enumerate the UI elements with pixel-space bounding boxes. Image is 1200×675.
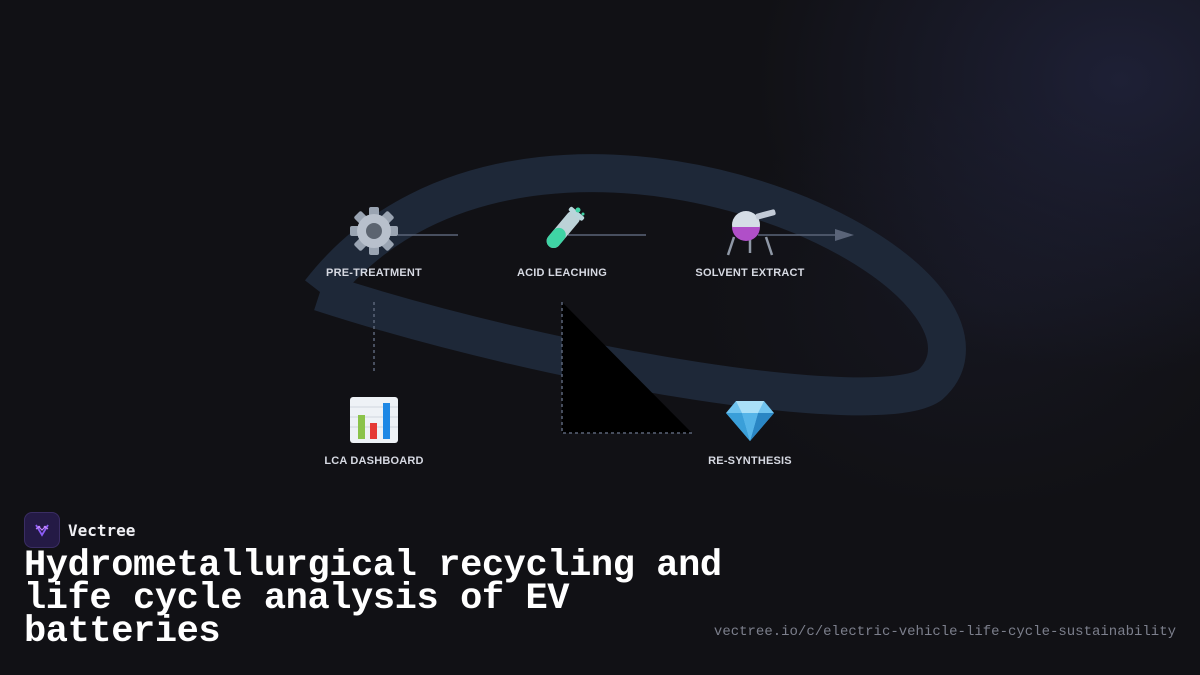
bar-chart-icon: [350, 397, 398, 443]
node-label: RE-SYNTHESIS: [708, 455, 792, 467]
node-label: LCA DASHBOARD: [324, 455, 424, 467]
node-lca-dashboard: LCA DASHBOARD: [294, 391, 454, 467]
source-url[interactable]: vectree.io/c/electric-vehicle-life-cycle…: [713, 624, 1176, 640]
test-tube-icon: [546, 206, 585, 248]
brand: Vectree: [24, 512, 135, 548]
node-re-synthesis: RE-SYNTHESIS: [670, 391, 830, 467]
node-acid-leaching: ACID LEACHING: [482, 203, 642, 279]
dashed-connector-resynthesis: [561, 302, 692, 434]
brand-name: Vectree: [68, 520, 136, 540]
gear-icon: [350, 207, 398, 255]
triangle-shape: [562, 302, 692, 433]
node-label: PRE-TREATMENT: [326, 267, 422, 279]
arrowhead: [835, 229, 854, 241]
vectree-logo-icon: [24, 512, 60, 548]
node-label: SOLVENT EXTRACT: [695, 267, 805, 279]
node-pre-treatment: PRE-TREATMENT: [294, 203, 454, 279]
page-title: Hydrometallurgical recycling and life cy…: [24, 545, 722, 653]
ring-swoosh: [304, 154, 966, 416]
node-label: ACID LEACHING: [517, 267, 607, 279]
gem-icon: [726, 401, 774, 441]
flask-icon: [726, 209, 776, 256]
node-solvent-extract: SOLVENT EXTRACT: [670, 203, 830, 279]
